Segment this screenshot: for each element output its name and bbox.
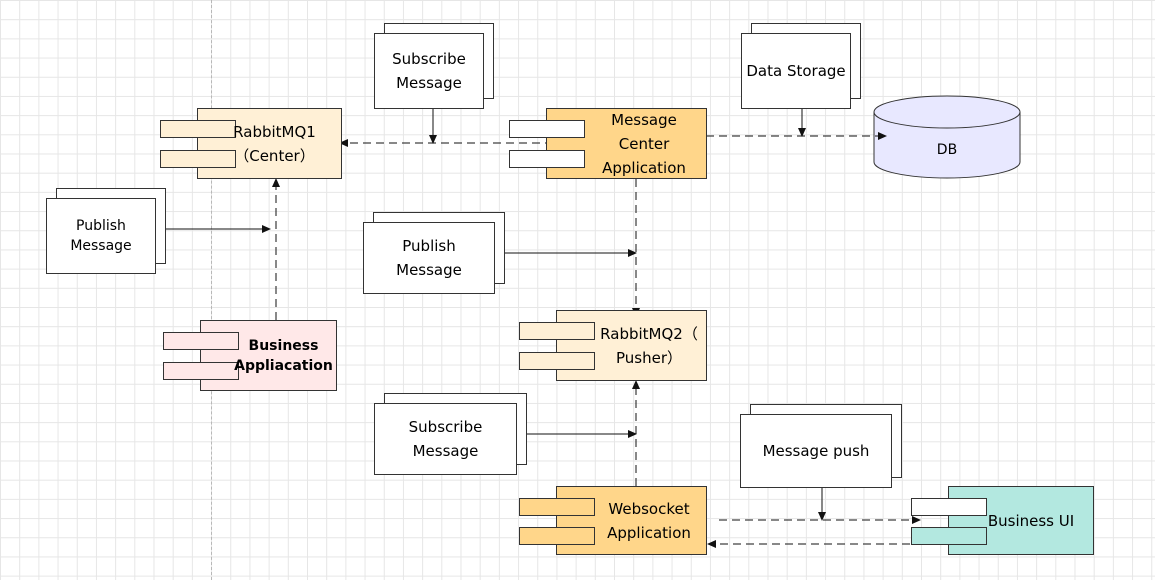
component-tab [911,498,987,516]
note-label: Publish Message [396,237,462,279]
websocket-application-label: Websocket Application [607,499,691,542]
rabbitmq1-node[interactable]: RabbitMQ1 （Center） [160,108,342,179]
component-tab [519,322,595,340]
rabbitmq2-node[interactable]: RabbitMQ2（ Pusher） [519,310,707,381]
note-label: Subscribe Message [392,50,466,92]
note-label: Data Storage [746,62,846,80]
component-tab [519,498,595,516]
rabbitmq2-label: RabbitMQ2（ Pusher） [600,324,698,367]
websocket-application-node[interactable]: Websocket Application [519,486,707,555]
note-label: Subscribe Message [408,418,483,460]
component-tab [519,527,595,545]
vertical-guide-line [211,0,212,580]
component-tab [160,150,236,168]
business-application-node[interactable]: Business Appliacation [163,320,337,391]
subscribe-message-note-top[interactable]: Subscribe Message [374,23,494,109]
business-application-label: Business Appliacation [234,337,333,374]
publish-message-note-left[interactable]: Publish Message [46,188,166,274]
component-tab [519,352,595,370]
component-tab [911,527,987,545]
business-ui-label: Business UI [987,511,1075,530]
rabbitmq1-label: RabbitMQ1 （Center） [233,122,316,165]
business-ui-node[interactable]: Business UI [911,486,1094,555]
message-center-node[interactable]: Message Center Application [509,108,707,179]
message-center-label: Message Center Application [602,110,686,177]
component-tab [163,332,239,350]
note-label: Publish Message [70,218,132,254]
component-tab [160,120,236,138]
data-storage-note[interactable]: Data Storage [741,23,861,109]
db-cylinder[interactable] [873,95,1021,179]
component-tab [509,120,585,138]
note-label: Message push [762,442,870,460]
component-tab [509,150,585,168]
db-label: DB [936,142,958,158]
message-push-note[interactable]: Message push [740,404,902,488]
publish-message-note-mid[interactable]: Publish Message [363,212,505,294]
component-tab [163,362,239,380]
subscribe-message-note-bottom[interactable]: Subscribe Message [374,393,527,475]
